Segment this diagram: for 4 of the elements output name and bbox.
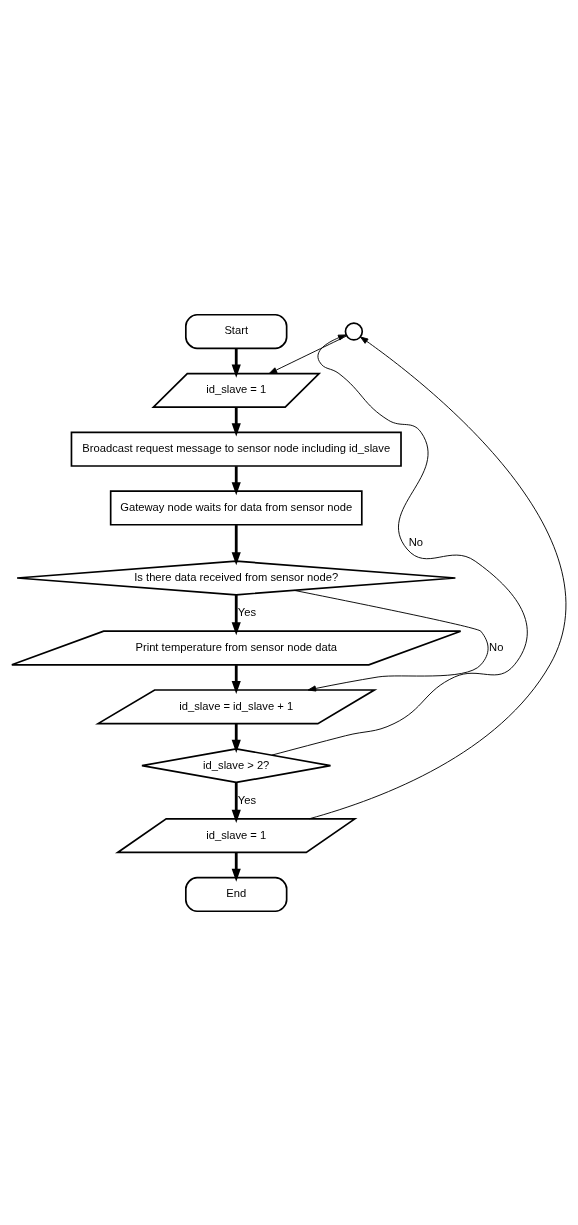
edge-label: Yes (237, 605, 257, 618)
edge-label: No (489, 640, 504, 653)
edge-label: No (408, 535, 424, 548)
edge-label: Yes (237, 793, 257, 806)
